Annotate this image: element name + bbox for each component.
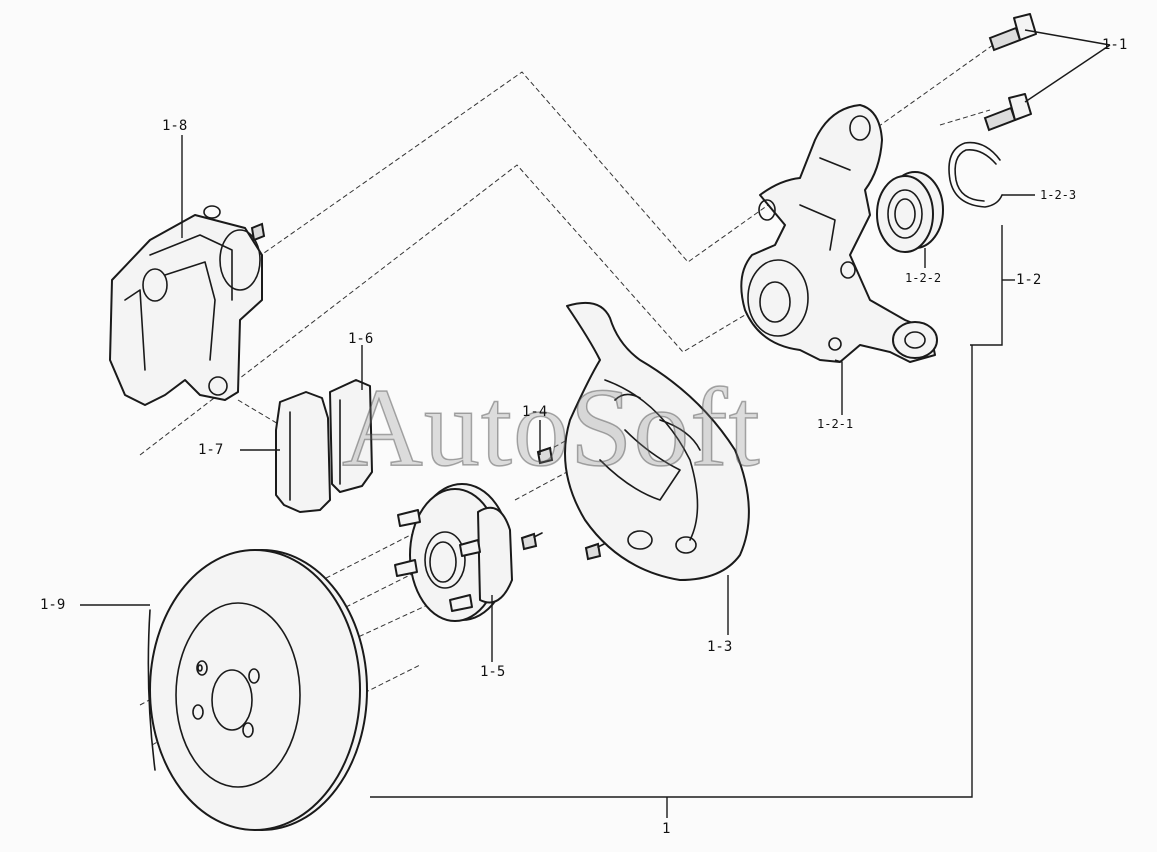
snap-ring [948,141,1003,208]
callout-1-1: 1-1 [1102,37,1128,53]
callout-leaders [80,29,1111,818]
callout-1-7: 1-7 [198,442,224,458]
callout-1-2-3: 1-2-3 [1040,188,1077,202]
wheel-bearing [876,171,944,253]
dust-shield-backing-plate [564,302,750,581]
dust-shield-bolts [520,446,607,561]
brake-disc-rotor [147,549,368,831]
knuckle-bolts [983,13,1037,132]
callout-1-2: 1-2 [1016,272,1042,288]
watermark-text: AutoSoft [341,366,761,490]
callout-1-9: 1-9 [40,597,66,613]
callout-1-4: 1-4 [522,404,548,420]
callout-1-2-1: 1-2-1 [817,417,854,431]
callout-1-6: 1-6 [348,331,374,347]
steering-knuckle [740,104,938,363]
callout-1-3: 1-3 [707,639,733,655]
brake-caliper [109,205,266,406]
callout-1-2-2: 1-2-2 [905,271,942,285]
brake-pads [275,379,373,513]
callout-1-8: 1-8 [162,118,188,134]
wheel-hub-flange [394,483,513,622]
callout-1: 1 [662,821,671,837]
callout-1-5: 1-5 [480,664,506,680]
